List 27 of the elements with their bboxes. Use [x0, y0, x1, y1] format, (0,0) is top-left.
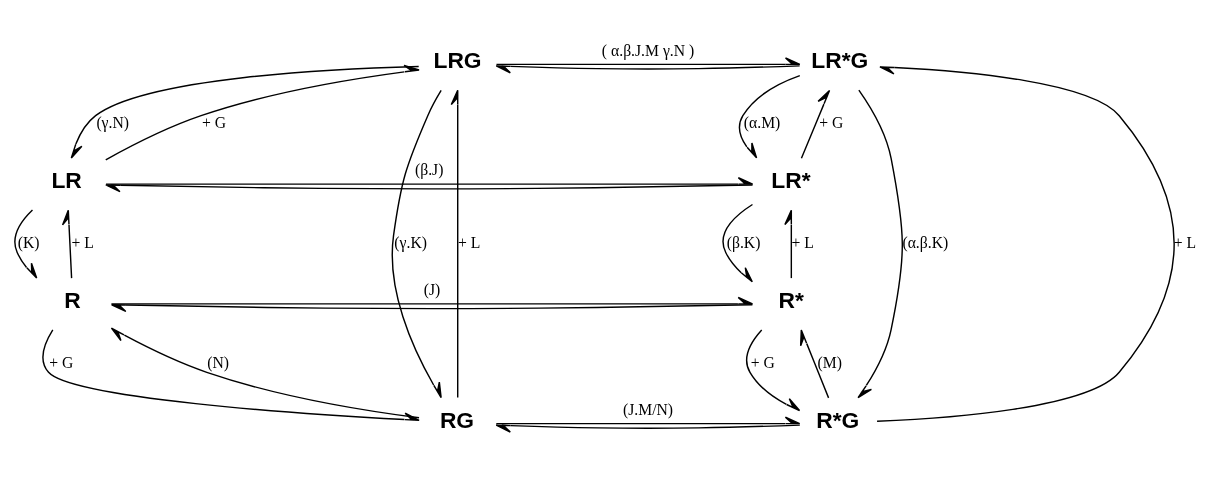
node-text: R*G [816, 406, 860, 433]
edge-label: (γ.N) [96, 114, 130, 132]
edge-label: (γ.K) [394, 233, 427, 251]
edge-label: + L [71, 233, 94, 251]
node-text: R [64, 286, 81, 313]
edge-label: (J) [423, 281, 441, 299]
edge-label: ( α.β.J.M γ.N ) [601, 41, 695, 59]
edge-label: + G [49, 353, 74, 371]
node-text: LR [51, 167, 82, 194]
node-text: R* [778, 286, 804, 313]
node-text: RG [439, 406, 475, 433]
edge-label: (β.J) [414, 161, 444, 179]
edge-label: (N) [207, 353, 230, 371]
edge-label: + G [201, 114, 226, 132]
edge-label: + L [791, 233, 814, 251]
edge-label: (J.M/N) [623, 400, 674, 418]
node-text: LR*G [811, 47, 869, 74]
node-text: LR* [771, 167, 811, 194]
edge-label: (K) [17, 233, 40, 251]
node-text: LRG [433, 47, 482, 74]
edge-label: + L [457, 233, 481, 251]
edge-label: (β.K) [726, 233, 761, 251]
edge-label: (α.β.K) [902, 233, 949, 251]
edge-label: + G [819, 114, 844, 132]
edge-label: + G [750, 353, 775, 371]
edge-label: (M) [817, 353, 842, 371]
edge-label: (α.M) [743, 114, 781, 132]
